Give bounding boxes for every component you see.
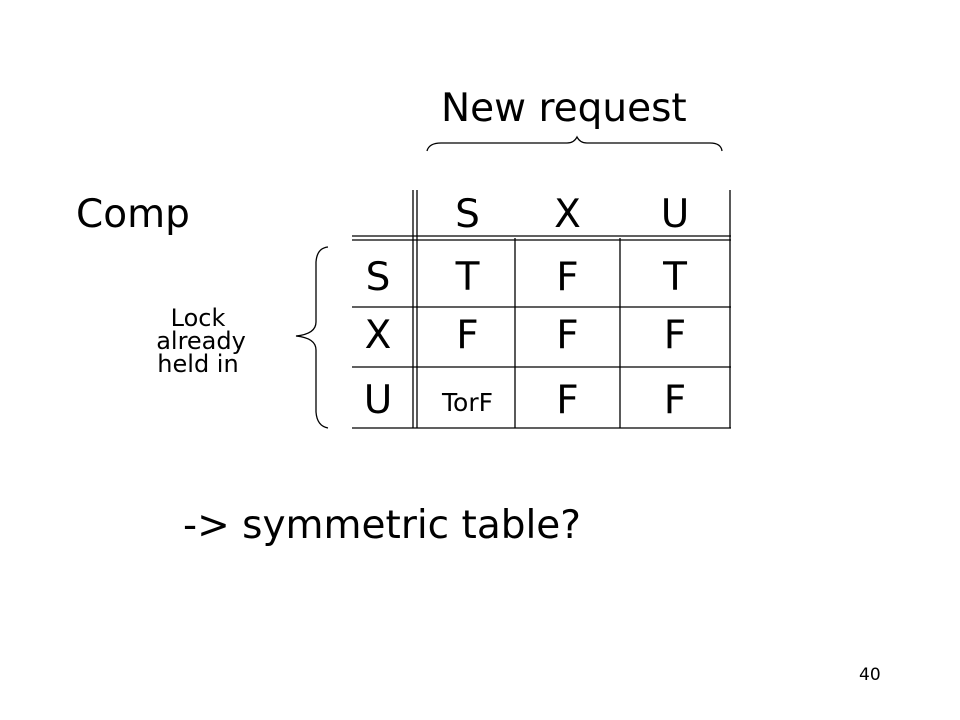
comp-label: Comp (76, 192, 190, 237)
table-cell: F (556, 313, 579, 358)
table-cell: F (663, 313, 687, 358)
column-header-s: S (455, 191, 480, 237)
table-cell: T (663, 255, 687, 300)
table-cell: F (556, 378, 579, 423)
lock-label-line-1: Lock (170, 304, 226, 332)
column-header-u: U (660, 191, 690, 237)
new-request-label: New request (441, 86, 687, 131)
row-header-u: U (363, 378, 393, 423)
table-cell: F (663, 378, 687, 423)
lock-already-held-in-label: Lock already held in (128, 304, 268, 378)
table-cell: F (556, 255, 579, 300)
row-header-s: S (365, 255, 391, 300)
table-cell: TorF (442, 388, 493, 417)
symmetric-table-question: -> symmetric table? (183, 503, 581, 548)
table-cell: T (455, 255, 480, 300)
column-header-x: X (554, 191, 581, 237)
lock-label-line-3: held in (157, 350, 239, 378)
row-header-x: X (364, 313, 392, 358)
lock-label-line-2: already (156, 327, 246, 355)
top-brace (426, 135, 723, 152)
left-brace (295, 246, 329, 429)
page-number: 40 (859, 665, 881, 685)
table-cell: F (456, 313, 479, 358)
